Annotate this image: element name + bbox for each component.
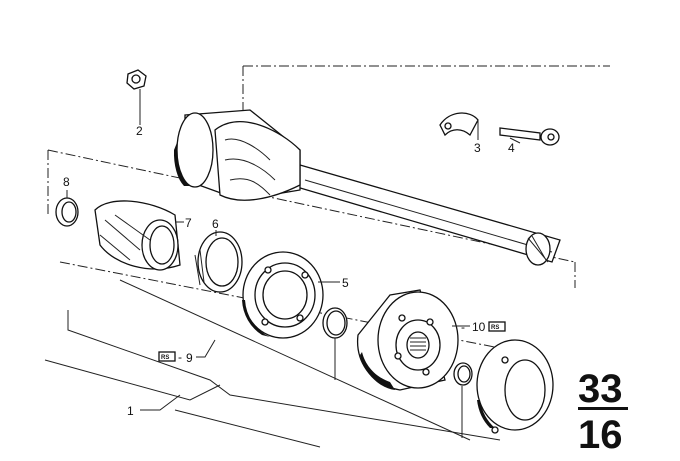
nut-part-2 — [126, 69, 147, 90]
joint-housing-part-10 — [356, 289, 459, 391]
leader-9 — [196, 339, 216, 358]
label-9: 9 — [186, 351, 193, 365]
label-5: 5 — [342, 276, 349, 290]
ring-part-8 — [55, 197, 79, 227]
rs-badge-9: RS — [158, 351, 176, 362]
clamp-part-3 — [439, 112, 479, 137]
svg-text:RS: RS — [491, 325, 499, 331]
bolt-part-4 — [499, 127, 560, 146]
cage-part-5 — [242, 251, 324, 339]
svg-text:RS: RS — [161, 355, 169, 361]
label-4: 4 — [508, 141, 515, 155]
inner-boot-and-joint — [173, 109, 301, 201]
subgroup-number: 16 — [578, 413, 623, 457]
leader-outline-1 — [44, 310, 501, 441]
dash-9: - — [178, 350, 182, 364]
leader-3-4 — [477, 120, 521, 144]
label-10: 10 — [472, 320, 486, 334]
label-1: 1 — [127, 404, 134, 418]
label-8: 8 — [63, 175, 70, 189]
joint-cover — [476, 339, 554, 434]
label-6: 6 — [212, 217, 219, 231]
rs-badge-10: RS — [488, 321, 506, 332]
label-2: 2 — [136, 124, 143, 138]
label-7: 7 — [185, 216, 192, 230]
boot-part-7 — [94, 200, 181, 271]
group-divider — [578, 407, 628, 410]
label-3: 3 — [474, 141, 481, 155]
ring-part-6 — [194, 231, 243, 293]
leader-1 — [140, 394, 181, 411]
drive-shaft — [289, 164, 561, 266]
frame-line-left — [47, 149, 576, 288]
dash-10: - — [461, 320, 465, 334]
group-number: 33 — [578, 367, 623, 411]
small-ring — [453, 362, 473, 386]
leader-outline-2 — [119, 279, 471, 448]
circlip-ring — [322, 307, 348, 339]
